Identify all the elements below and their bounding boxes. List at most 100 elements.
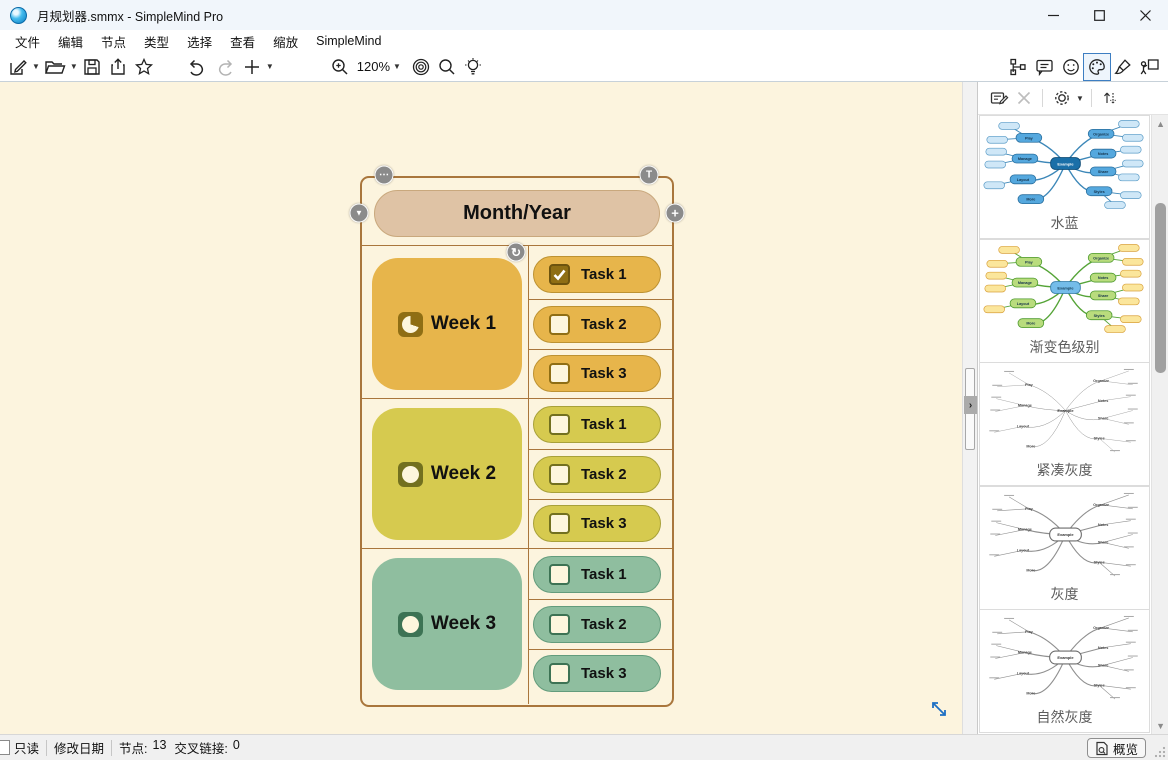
svg-text:Play: Play <box>1025 260 1034 264</box>
text-handle-icon[interactable]: T <box>639 165 659 185</box>
zoom-level-caret[interactable]: ▼ <box>393 62 401 71</box>
checkbox-empty-icon[interactable] <box>549 463 570 485</box>
progress-pie-icon[interactable] <box>397 461 423 487</box>
lightbulb-icon <box>464 57 481 74</box>
task-node[interactable]: Task 3 <box>533 505 661 543</box>
menu-edit[interactable]: 编辑 <box>58 35 84 50</box>
presentation-icon <box>1140 58 1159 74</box>
menu-select[interactable]: 选择 <box>187 35 213 50</box>
task-node[interactable]: Task 3 <box>533 355 661 393</box>
undo-button[interactable] <box>183 54 211 80</box>
progress-pie-icon[interactable] <box>397 311 423 337</box>
checkbox-empty-icon[interactable] <box>549 613 570 635</box>
checkbox-empty-icon[interactable] <box>549 414 570 435</box>
canvas-scrollbar[interactable]: › <box>962 82 977 734</box>
mindmap-canvas[interactable]: Month/Year ⋯ T ▼ + ↻ Week 1 Task 1 Task 2 T… <box>0 82 962 734</box>
resize-grip-icon[interactable] <box>1153 745 1166 758</box>
close-button[interactable] <box>1122 0 1168 30</box>
collapse-handle-icon[interactable]: ▼ <box>349 203 369 223</box>
more-handle-icon[interactable]: ⋯ <box>374 165 394 185</box>
menu-file[interactable]: 文件 <box>15 35 41 50</box>
menu-simplemind[interactable]: SimpleMind <box>316 34 382 48</box>
sidebar-scrollbar-thumb[interactable] <box>1155 203 1167 373</box>
scroll-up-icon[interactable]: ▲ <box>1156 118 1166 129</box>
scroll-down-icon[interactable]: ▼ <box>1156 720 1166 731</box>
checkbox-empty-icon[interactable] <box>549 313 570 335</box>
svg-text:Manage: Manage <box>1018 651 1032 655</box>
menu-zoom[interactable]: 缩放 <box>273 35 299 50</box>
hint-button[interactable] <box>460 54 486 80</box>
paintbrush-button[interactable] <box>1110 54 1136 80</box>
new-document-caret[interactable]: ▼ <box>32 62 40 71</box>
overview-button[interactable]: 概览 <box>1086 738 1146 758</box>
week-node-2[interactable]: Week 2 <box>372 408 522 540</box>
grid-line <box>528 599 672 600</box>
add-node-caret[interactable]: ▼ <box>265 62 274 71</box>
edit-style-icon <box>990 92 1009 105</box>
resize-diagonal-icon[interactable] <box>928 698 950 725</box>
task-node[interactable]: Task 2 <box>533 305 661 343</box>
checkbox-checked-icon[interactable] <box>549 264 570 285</box>
emoji-button[interactable] <box>1058 54 1084 80</box>
task-node[interactable]: Task 1 <box>533 406 661 443</box>
readonly-checkbox[interactable] <box>0 740 10 755</box>
presentation-button[interactable] <box>1136 54 1164 80</box>
week-node-1[interactable]: Week 1 <box>372 258 522 390</box>
menu-view[interactable]: 查看 <box>230 35 256 50</box>
progress-pie-icon[interactable] <box>397 611 423 637</box>
sidebar-scrollbar[interactable]: ▲ ▼ <box>1151 115 1168 734</box>
app-logo-icon <box>10 6 27 24</box>
add-child-handle-icon[interactable]: + <box>665 203 685 223</box>
week-node-3[interactable]: Week 3 <box>372 558 522 690</box>
add-node-button[interactable] <box>239 54 265 80</box>
task-node[interactable]: Task 2 <box>533 605 661 643</box>
svg-text:Layout: Layout <box>1017 301 1030 305</box>
overview-doc-icon <box>1096 741 1108 755</box>
svg-text:Example: Example <box>1057 285 1074 290</box>
new-document-button[interactable] <box>5 54 31 80</box>
style-settings-caret[interactable]: ▼ <box>1076 93 1084 103</box>
delete-style-button[interactable] <box>1012 85 1036 111</box>
minimize-button[interactable] <box>1030 0 1076 30</box>
search-button[interactable] <box>434 54 460 80</box>
task-node[interactable]: Task 1 <box>533 556 661 593</box>
reorder-styles-button[interactable] <box>1098 85 1122 111</box>
checkbox-empty-icon[interactable] <box>549 513 570 535</box>
center-map-button[interactable] <box>408 54 434 80</box>
svg-text:Styles: Styles <box>1094 683 1105 687</box>
style-settings-button[interactable] <box>1049 85 1075 111</box>
menu-type[interactable]: 类型 <box>144 35 170 50</box>
planner-frame[interactable] <box>360 176 674 707</box>
redo-button[interactable] <box>211 54 239 80</box>
zoom-level[interactable]: 120% <box>356 59 391 74</box>
save-button[interactable] <box>79 54 105 80</box>
outline-button[interactable] <box>1005 54 1031 80</box>
checkbox-empty-icon[interactable] <box>549 564 570 585</box>
rotate-handle-icon[interactable]: ↻ <box>506 242 526 262</box>
open-button[interactable] <box>41 54 69 80</box>
note-button[interactable] <box>1031 54 1058 80</box>
checkbox-empty-icon[interactable] <box>549 663 570 685</box>
palette-button[interactable] <box>1083 52 1111 81</box>
task-node[interactable]: Task 1 <box>533 256 661 293</box>
open-caret[interactable]: ▼ <box>69 62 78 71</box>
edit-style-button[interactable] <box>986 85 1012 111</box>
share-button[interactable] <box>105 54 131 80</box>
modified-date-toggle[interactable]: 修改日期 <box>54 742 105 756</box>
root-node-month-year[interactable]: Month/Year <box>374 190 660 237</box>
zoom-in-button[interactable] <box>327 54 353 80</box>
sidebar-collapse-handle[interactable]: › <box>964 396 977 414</box>
maximize-button[interactable] <box>1076 0 1122 30</box>
favorite-button[interactable] <box>131 54 157 80</box>
checkbox-empty-icon[interactable] <box>549 363 570 385</box>
task-node[interactable]: Task 2 <box>533 455 661 493</box>
menu-node[interactable]: 节点 <box>101 35 127 50</box>
task-node[interactable]: Task 3 <box>533 655 661 693</box>
week-node-label: Week 3 <box>430 613 497 634</box>
